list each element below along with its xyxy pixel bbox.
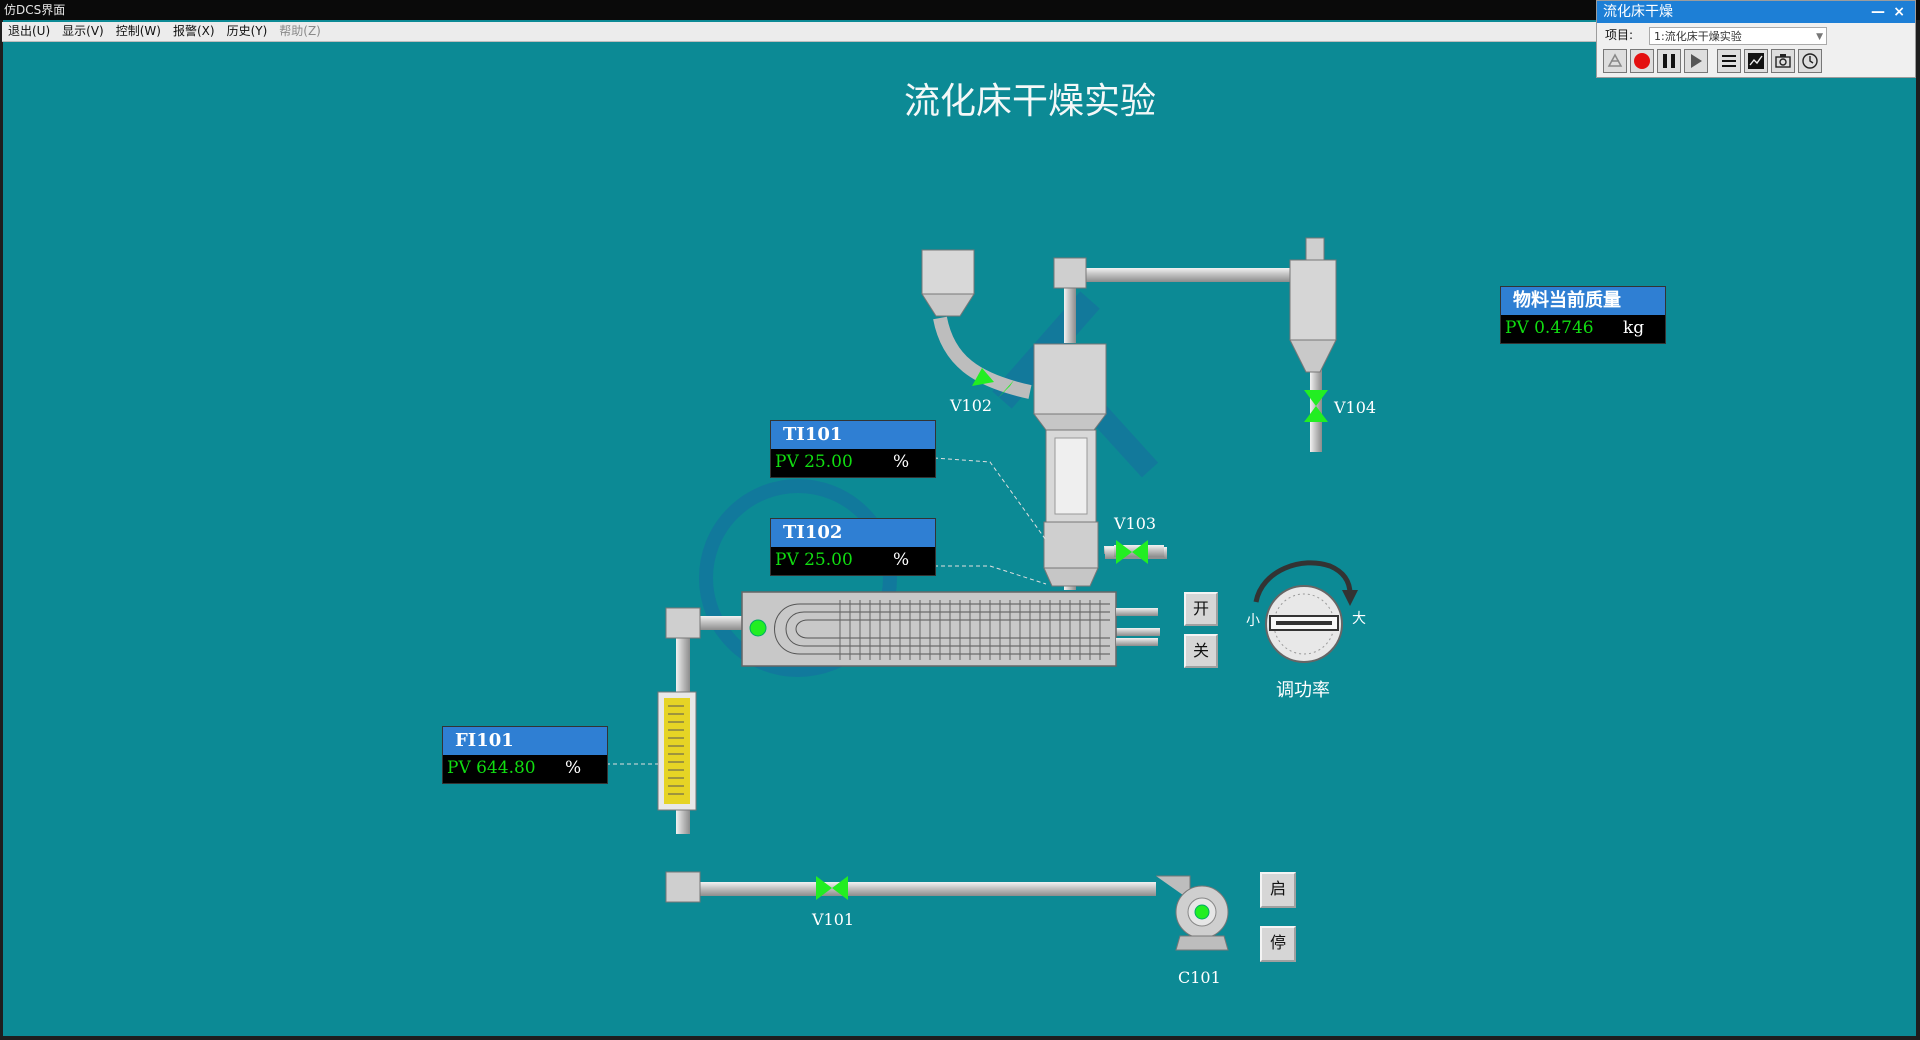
page-title: 流化床干燥实验 <box>903 81 1156 122</box>
menu-display[interactable]: 显示(V) <box>62 24 104 38</box>
project-select-value: 1:流化床干燥实验 <box>1654 30 1742 43</box>
tag-label: TI101 <box>771 421 935 449</box>
chevron-down-icon: ▼ <box>1816 32 1823 42</box>
faceplate-ti102[interactable]: TI102 PV 25.00 % <box>770 518 936 576</box>
unit-label: % <box>893 452 910 472</box>
dryer-column <box>1033 343 1107 587</box>
window-frame-bottom <box>0 1036 1920 1040</box>
clock-button[interactable] <box>1798 49 1822 73</box>
valve-v102[interactable] <box>972 368 1014 398</box>
menu-exit[interactable]: 退出(U) <box>8 24 51 38</box>
panel-titlebar[interactable]: 流化床干燥 — × <box>1597 1 1915 23</box>
knob-caption: 调功率 <box>1276 680 1330 701</box>
list-button[interactable] <box>1717 49 1741 73</box>
pump-start-button[interactable]: 启 <box>1260 872 1296 908</box>
faceplate-material-mass[interactable]: 物料当前质量 PV 0.4746 kg <box>1500 286 1666 344</box>
valve-v103-label: V103 <box>1114 514 1157 533</box>
pv-value: PV 644.80 <box>447 758 536 778</box>
cyclone-separator <box>1289 259 1337 373</box>
window-title: 仿DCS界面 <box>4 3 66 17</box>
rotameter <box>657 691 697 811</box>
pv-value: PV 25.00 <box>775 452 853 472</box>
leader-lines <box>606 457 1047 765</box>
pump-stop-button[interactable]: 停 <box>1260 926 1296 962</box>
trend-button[interactable] <box>1744 49 1768 73</box>
pause-icon <box>1663 54 1675 68</box>
pv-value: PV 0.4746 <box>1505 318 1594 338</box>
play-icon <box>1691 54 1702 68</box>
blower-c101-label: C101 <box>1178 968 1221 987</box>
heater-off-button[interactable]: 关 <box>1184 634 1218 668</box>
play-button[interactable] <box>1684 49 1708 73</box>
clock-icon <box>1802 53 1818 69</box>
menu-bar: 退出(U) 显示(V) 控制(W) 报警(X) 历史(Y) 帮助(Z) <box>2 22 1598 42</box>
reset-icon <box>1607 53 1623 67</box>
project-label: 项目: <box>1605 28 1634 42</box>
menu-help: 帮助(Z) <box>279 24 321 38</box>
menu-control[interactable]: 控制(W) <box>115 24 161 38</box>
faceplate-ti101[interactable]: TI101 PV 25.00 % <box>770 420 936 478</box>
window-frame-right <box>1916 20 1920 1040</box>
blower <box>1156 875 1229 951</box>
menu-alarm[interactable]: 报警(X) <box>172 24 215 38</box>
blower-status-indicator <box>1194 904 1210 920</box>
valve-v102-label: V102 <box>950 396 993 415</box>
valve-v103[interactable] <box>1116 540 1148 564</box>
heater-status-indicator <box>749 619 767 637</box>
window-titlebar: 仿DCS界面 <box>0 0 1920 20</box>
panel-title: 流化床干燥 <box>1603 4 1673 20</box>
heater-bed <box>741 591 1158 667</box>
valve-v101[interactable] <box>816 876 848 900</box>
minimize-icon[interactable]: — <box>1871 4 1885 20</box>
knob-max-label: 大 <box>1352 611 1366 627</box>
pipe-network <box>665 237 1325 903</box>
menu-history[interactable]: 历史(Y) <box>226 24 268 38</box>
valve-v101-label: V101 <box>812 910 855 929</box>
unit-label: kg <box>1623 318 1645 338</box>
pv-value: PV 25.00 <box>775 550 853 570</box>
valve-v104[interactable] <box>1304 390 1328 422</box>
control-panel: 流化床干燥 — × 项目: 1:流化床干燥实验 ▼ <box>1596 0 1916 78</box>
feed-hopper <box>921 249 1032 399</box>
trend-icon <box>1748 53 1764 69</box>
record-button[interactable] <box>1630 49 1654 73</box>
list-icon <box>1722 55 1736 67</box>
close-icon[interactable]: × <box>1893 4 1905 20</box>
tag-label: FI101 <box>443 727 607 755</box>
pause-button[interactable] <box>1657 49 1681 73</box>
heater-on-button[interactable]: 开 <box>1184 592 1218 626</box>
valve-v104-label: V104 <box>1334 398 1377 417</box>
power-knob[interactable] <box>1253 560 1358 663</box>
record-icon <box>1634 53 1650 69</box>
reset-button[interactable] <box>1603 49 1627 73</box>
knob-min-label: 小 <box>1246 613 1260 629</box>
unit-label: % <box>565 758 582 778</box>
unit-label: % <box>893 550 910 570</box>
project-select[interactable]: 1:流化床干燥实验 ▼ <box>1649 27 1827 45</box>
camera-button[interactable] <box>1771 49 1795 73</box>
tag-label: TI102 <box>771 519 935 547</box>
camera-icon <box>1775 54 1791 68</box>
tag-label: 物料当前质量 <box>1501 287 1665 315</box>
faceplate-fi101[interactable]: FI101 PV 644.80 % <box>442 726 608 784</box>
window-frame-left <box>0 20 3 1040</box>
